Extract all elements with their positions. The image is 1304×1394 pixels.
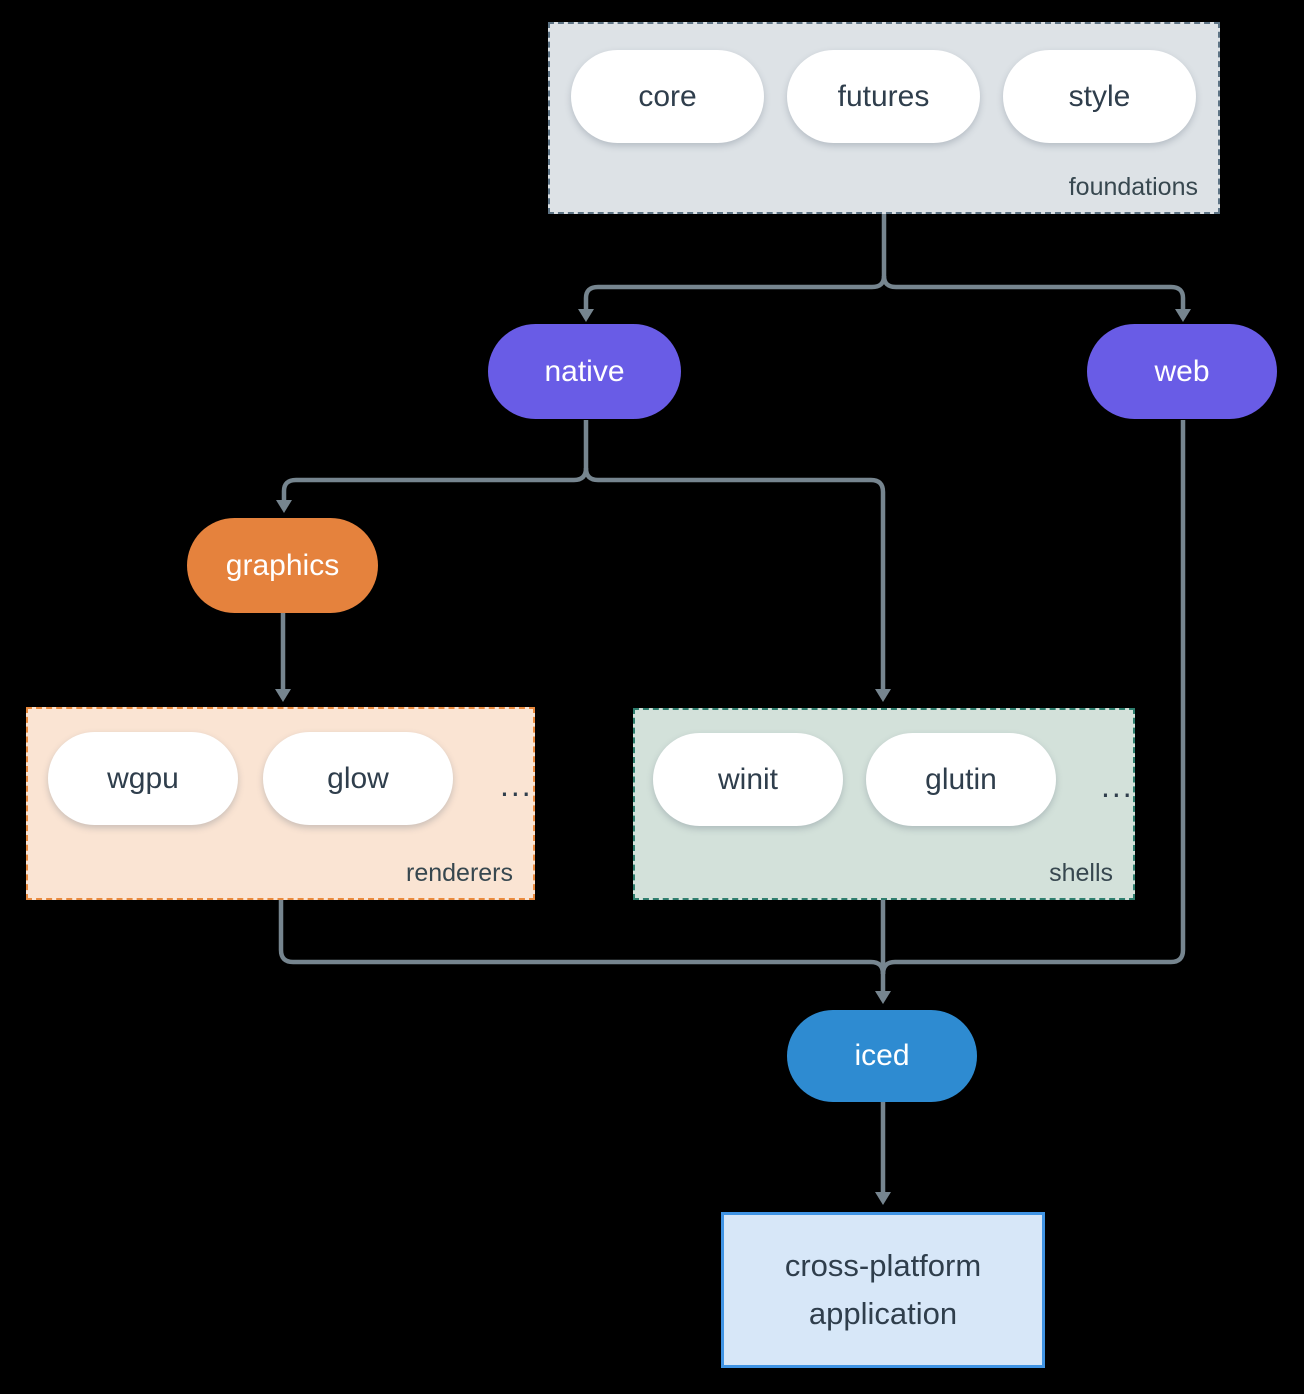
arrowhead-shells xyxy=(875,689,891,702)
application-label-line2: application xyxy=(808,1296,958,1331)
node-iced-label: iced xyxy=(854,1039,910,1072)
edge-foundations-native xyxy=(583,214,887,309)
node-native: native xyxy=(488,324,681,419)
edge-native-graphics xyxy=(281,420,589,500)
node-iced: iced xyxy=(787,1010,977,1102)
node-core-label: core xyxy=(638,79,697,113)
arrowhead-web xyxy=(1175,309,1191,322)
shells-ellipsis: ... xyxy=(1101,768,1134,804)
renderers-pills: wgpu glow ... xyxy=(48,732,533,825)
node-wgpu-label: wgpu xyxy=(107,761,179,795)
arrowhead-iced xyxy=(875,991,891,1004)
application-box: cross-platform application xyxy=(721,1212,1045,1368)
shells-group: winit glutin ... shells xyxy=(633,708,1135,900)
renderers-ellipsis: ... xyxy=(500,767,533,803)
node-graphics-label: graphics xyxy=(225,548,340,582)
arrowhead-native xyxy=(578,309,594,322)
edge-renderers-iced xyxy=(278,900,886,975)
node-wgpu: wgpu xyxy=(48,732,238,825)
arrowhead-application xyxy=(875,1192,891,1205)
foundations-pills: core futures style xyxy=(571,50,1196,143)
node-style: style xyxy=(1003,50,1196,143)
foundations-group: core futures style foundations xyxy=(548,22,1220,214)
node-glutin: glutin xyxy=(866,733,1056,826)
node-glow-label: glow xyxy=(327,761,389,795)
arrowhead-renderers xyxy=(275,689,291,702)
node-core: core xyxy=(571,50,764,143)
shells-group-label: shells xyxy=(1049,859,1113,887)
edge-native-shells xyxy=(583,467,886,689)
node-style-label: style xyxy=(1068,79,1131,113)
renderers-group-label: renderers xyxy=(406,859,513,887)
arrowhead-graphics xyxy=(276,500,292,513)
shells-pills: winit glutin ... xyxy=(653,733,1134,826)
node-futures: futures xyxy=(787,50,980,143)
node-glutin-label: glutin xyxy=(925,762,997,796)
renderers-group: wgpu glow ... renderers xyxy=(26,707,535,900)
node-glow: glow xyxy=(263,732,453,825)
node-futures-label: futures xyxy=(837,79,930,113)
node-web-label: web xyxy=(1154,354,1210,388)
application-label-line1: cross-platform xyxy=(784,1248,982,1283)
node-winit-label: winit xyxy=(717,762,778,796)
edge-foundations-web xyxy=(881,275,1186,309)
node-web: web xyxy=(1087,324,1277,419)
foundations-group-label: foundations xyxy=(1068,173,1198,201)
node-native-label: native xyxy=(544,354,625,388)
node-graphics: graphics xyxy=(187,518,378,613)
node-winit: winit xyxy=(653,733,843,826)
